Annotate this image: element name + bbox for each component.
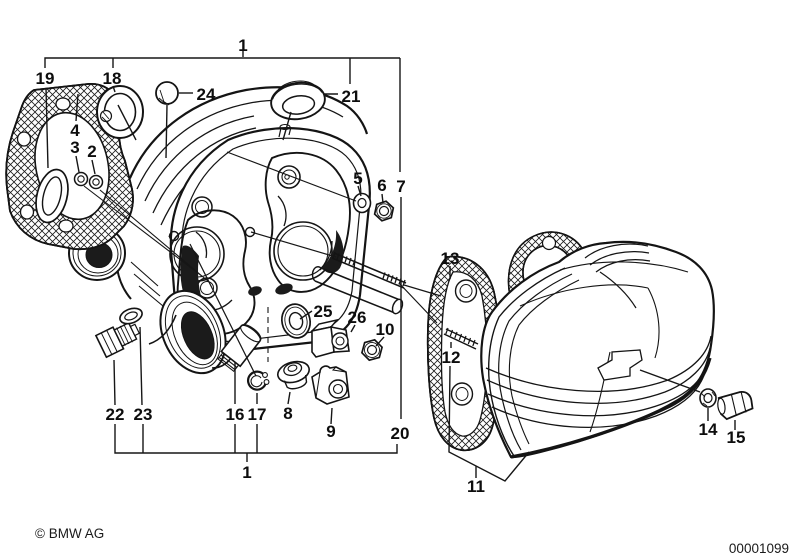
- callout-17: 17: [248, 405, 267, 424]
- callout-20: 20: [391, 424, 410, 443]
- callout-8: 8: [283, 404, 292, 423]
- callout-26: 26: [348, 308, 367, 327]
- callout-2: 2: [87, 142, 96, 161]
- callout-1-top: 1: [238, 36, 247, 55]
- callout-25: 25: [314, 302, 333, 321]
- small-parts-left: [73, 80, 407, 405]
- cover-fasteners: [699, 388, 754, 421]
- callout-1-bottom: 1: [242, 463, 251, 482]
- callout-7: 7: [396, 177, 405, 196]
- copyright-text: © BMW AG: [35, 526, 104, 541]
- drawing-number: 00001099: [729, 541, 789, 556]
- callout-18: 18: [103, 69, 122, 88]
- callout-19: 19: [36, 69, 55, 88]
- callout-14: 14: [699, 420, 718, 439]
- callout-4: 4: [70, 121, 80, 140]
- callout-22: 22: [106, 405, 125, 424]
- callout-13: 13: [441, 249, 460, 268]
- callout-3: 3: [70, 138, 79, 157]
- callout-11: 11: [467, 477, 485, 496]
- callout-21: 21: [342, 87, 361, 106]
- callout-23: 23: [134, 405, 153, 424]
- callout-5: 5: [353, 169, 362, 188]
- callout-12: 12: [442, 348, 461, 367]
- callout-16: 16: [226, 405, 245, 424]
- callout-6: 6: [377, 176, 386, 195]
- leader-lines: [44, 51, 736, 482]
- callout-10: 10: [376, 320, 395, 339]
- callout-15: 15: [727, 428, 746, 447]
- callout-labels: 1 19 18 24 21 4 3 2 5 6 7 13 25 26 10 12…: [36, 36, 746, 496]
- valve-cover-illustration: [480, 240, 715, 459]
- callout-24: 24: [197, 85, 216, 104]
- callout-9: 9: [326, 422, 335, 441]
